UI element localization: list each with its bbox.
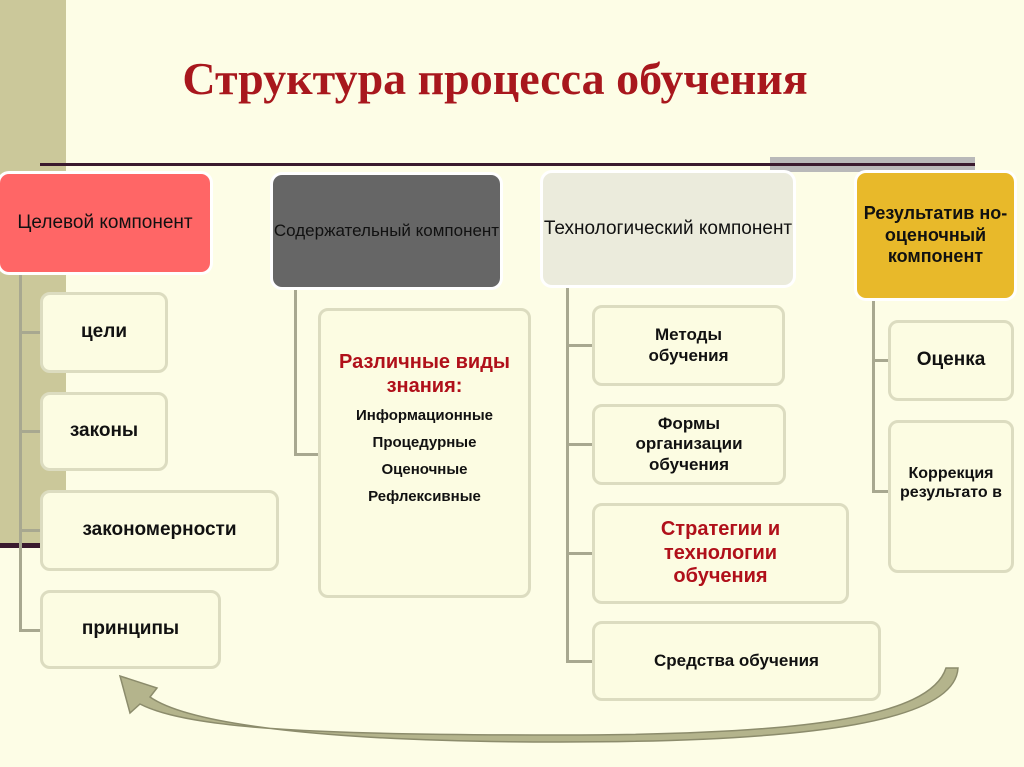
connector: [19, 529, 41, 532]
connector: [872, 490, 889, 493]
connector: [566, 552, 593, 555]
item-knowledge-types: Различные виды знания: Информационные Пр…: [318, 308, 531, 598]
connector: [19, 331, 41, 334]
header-result-component: Результатив но-оценочный компонент: [857, 173, 1014, 298]
knowledge-heading: Различные виды знания:: [339, 351, 510, 397]
header-goal-component: Целевой компонент: [0, 174, 210, 272]
connector: [19, 430, 41, 433]
connector: [566, 344, 593, 347]
knowledge-type: Оценочные: [381, 461, 468, 479]
item-methods: Методы обучения: [592, 305, 785, 386]
item-laws: законы: [40, 392, 168, 471]
item-correction: Коррекция результато в: [888, 420, 1014, 573]
connector: [294, 453, 319, 456]
item-assessment: Оценка: [888, 320, 1014, 401]
item-regularities: закономерности: [40, 490, 279, 571]
slide-title: Структура процесса обучения: [182, 53, 808, 104]
item-goals: цели: [40, 292, 168, 373]
header-tech-component: Технологический компонент: [543, 173, 793, 285]
item-means: Средства обучения: [592, 621, 881, 701]
connector: [566, 285, 569, 662]
item-forms: Формы организации обучения: [592, 404, 786, 485]
item-principles: принципы: [40, 590, 221, 669]
connector: [19, 629, 41, 632]
connector: [872, 298, 875, 492]
knowledge-type: Процедурные: [372, 434, 477, 452]
knowledge-type: Рефлексивные: [368, 488, 481, 506]
connector: [872, 359, 889, 362]
connector: [566, 660, 593, 663]
connector: [294, 287, 297, 455]
title-divider: [40, 163, 975, 166]
item-strategies: Стратегии и технологии обучения: [592, 503, 849, 604]
connector: [566, 443, 593, 446]
knowledge-type: Информационные: [355, 407, 493, 425]
header-content-component: Содержательный компонент: [273, 175, 500, 287]
connector: [19, 272, 22, 632]
